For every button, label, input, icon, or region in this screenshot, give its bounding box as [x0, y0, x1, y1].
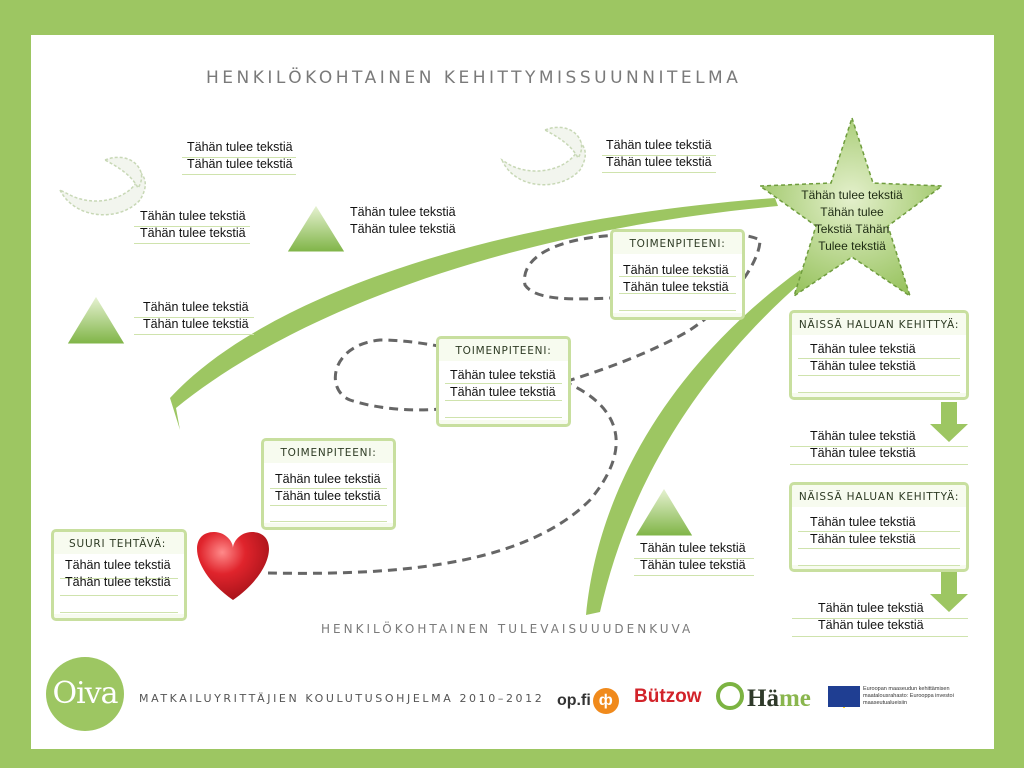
- box-header: TOIMENPITEENI:: [455, 345, 552, 357]
- kehittya-box-1: NÄISSÄ HALUAN KEHITTYÄ: Tähän tulee teks…: [789, 310, 969, 400]
- swoosh-lower: [586, 270, 806, 615]
- star-text: Tähän tulee tekstiä Tähän tulee Tekstiä …: [801, 188, 903, 253]
- moon-icon-right: [500, 126, 586, 186]
- moon-icon-left: [58, 156, 146, 216]
- butzow-logo: Bützow: [634, 686, 702, 707]
- heart-icon: [197, 532, 269, 600]
- box-header: NÄISSÄ HALUAN KEHITTYÄ:: [798, 319, 960, 331]
- triangle-icon-1: [286, 204, 346, 253]
- arrow-down-icon-1: [930, 402, 968, 442]
- kehittya-box-2: NÄISSÄ HALUAN KEHITTYÄ: Tähän tulee teks…: [789, 482, 969, 572]
- swoosh-upper: [170, 198, 778, 430]
- box-header: TOIMENPITEENI:: [629, 238, 726, 250]
- box-header: TOIMENPITEENI:: [280, 447, 377, 459]
- triangle-icon-3: [634, 487, 694, 537]
- op-symbol-icon: ф: [592, 688, 619, 714]
- hame-ring-icon: [716, 682, 744, 710]
- page-subtitle: HENKILÖKOHTAINEN TULEVAISUUUDENKUVA: [321, 622, 694, 636]
- triangle-icon-2: [66, 295, 126, 345]
- program-title: MATKAILUYRITTÄJIEN KOULUTUSOHJELMA 2010–…: [139, 692, 545, 705]
- oiva-logo: Oiva: [46, 657, 124, 731]
- arrow-down-icon-2: [930, 572, 968, 612]
- page-title: HENKILÖKOHTAINEN KEHITTYMISSUUNNITELMA: [206, 68, 742, 88]
- star-shape: [757, 115, 945, 298]
- box-header: SUURI TEHTÄVÄ:: [69, 538, 167, 550]
- hame-logo: Häme: [716, 682, 811, 713]
- box-header: NÄISSÄ HALUAN KEHITTYÄ:: [798, 491, 960, 503]
- eu-flag-icon: [828, 686, 860, 707]
